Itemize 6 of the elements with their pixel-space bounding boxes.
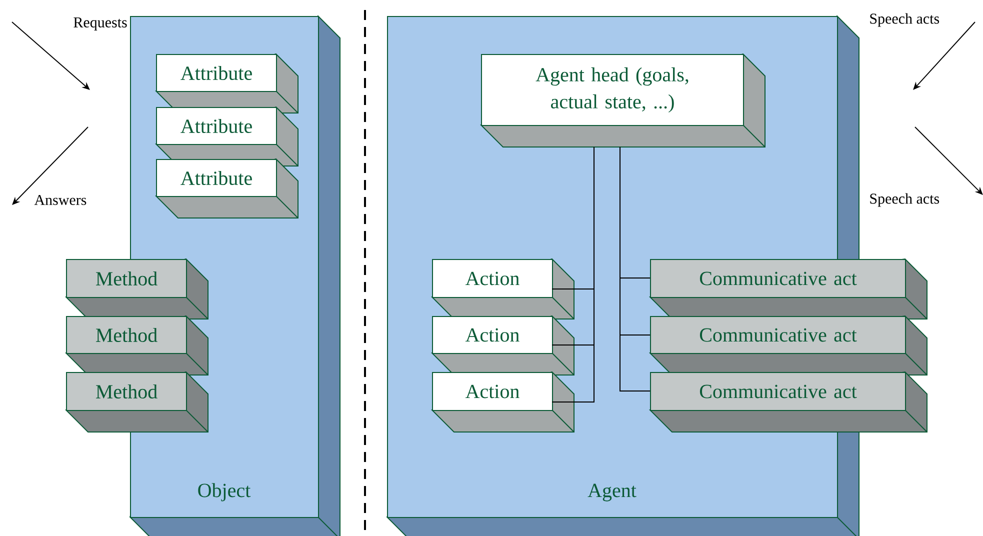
arrow-label: Requests xyxy=(74,18,127,31)
arrow-label: Speech acts xyxy=(870,193,940,207)
arrow-label: Speech acts xyxy=(870,13,940,27)
connector-line xyxy=(620,146,650,392)
arrow-label: Answers xyxy=(34,194,86,206)
connector-line xyxy=(552,146,594,402)
